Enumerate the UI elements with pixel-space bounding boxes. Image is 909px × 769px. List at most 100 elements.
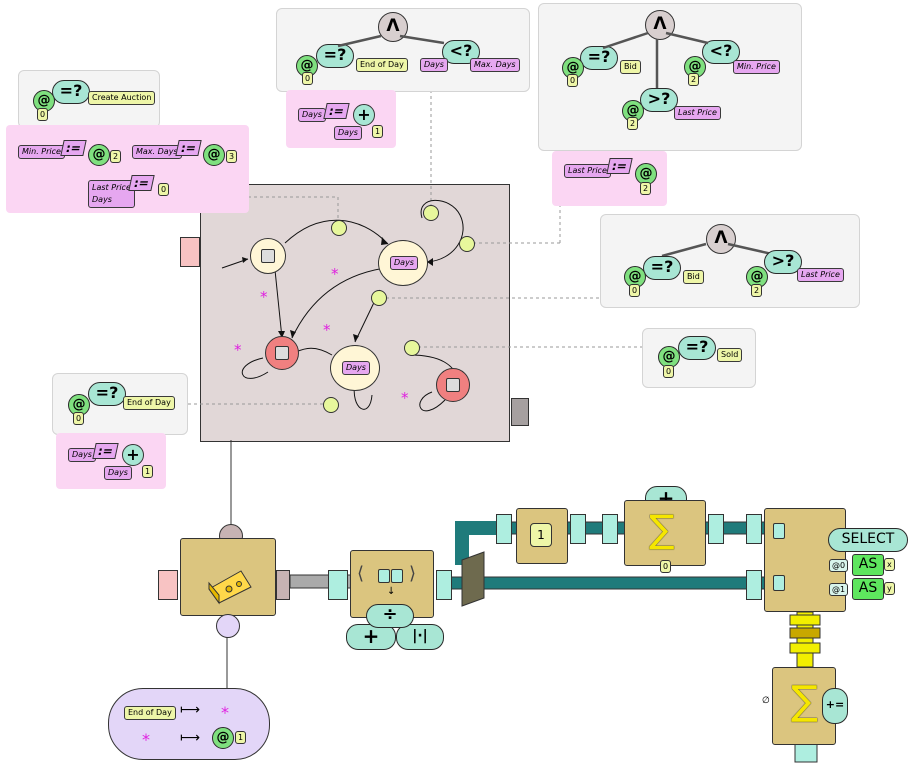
equals-q-op: =?	[678, 336, 716, 360]
mapsto-icon: ⟼	[180, 730, 201, 746]
days-label: Days	[68, 448, 96, 462]
index-2: 2	[751, 284, 763, 297]
wildcard-star: *	[331, 265, 339, 283]
index-2: 2	[688, 73, 700, 86]
pipe-joint	[602, 514, 618, 544]
bid-label: Bid	[620, 60, 641, 74]
plus-op: +	[122, 444, 144, 466]
index-0: 0	[302, 72, 314, 85]
at-icon: @	[562, 57, 584, 79]
transition-point[interactable]	[423, 205, 439, 221]
min-price-label: Min. Price	[18, 145, 65, 159]
equals-q-op: =?	[52, 80, 90, 104]
at-icon: @	[635, 163, 657, 185]
index-3: 3	[226, 150, 238, 163]
sum-box[interactable]: ∑	[624, 500, 706, 566]
at-icon: @	[296, 55, 318, 77]
sum-init-0: 0	[660, 560, 672, 573]
last-price-label: Last Price	[797, 268, 844, 282]
final-state-left	[265, 336, 299, 370]
greater-q-op: >?	[640, 88, 678, 112]
pipe-joint	[708, 514, 724, 544]
equals-q-op: =?	[580, 46, 618, 70]
assign-op: :=	[92, 443, 119, 459]
days-label: Days	[342, 361, 370, 375]
sum-icon: ∑	[791, 678, 818, 724]
wildcard-star: *	[221, 703, 229, 722]
start-state	[250, 238, 286, 274]
bid-label: Bid	[683, 270, 704, 284]
eod-guard-links	[337, 34, 445, 48]
days-label: Days	[420, 58, 448, 72]
assign-op: :=	[606, 158, 633, 174]
equals-q-op: =?	[316, 44, 354, 68]
index-2: 2	[110, 150, 122, 163]
abs-op[interactable]: |·|	[396, 624, 444, 650]
pipe-joint	[328, 570, 348, 600]
less-q-op: <?	[442, 40, 480, 64]
assign-op: :=	[175, 140, 202, 156]
less-q-op: <?	[702, 40, 740, 64]
transition-point[interactable]	[331, 220, 347, 236]
index-2: 2	[627, 117, 639, 130]
mapsto-icon: ⟼	[180, 702, 201, 718]
end-of-day-label: End of Day	[356, 58, 408, 72]
select-at1: @1	[829, 583, 849, 596]
constant-one-box[interactable]: 1	[516, 508, 568, 564]
sum-icon: ∑	[649, 507, 675, 551]
empty-set-icon: ∅	[762, 696, 770, 706]
cheese-input-port[interactable]	[158, 570, 178, 600]
days-label: Days	[390, 256, 418, 270]
divide-op[interactable]: ÷	[366, 604, 414, 628]
at-icon: @	[624, 266, 646, 288]
select-label: SELECT	[828, 528, 908, 552]
days-label: Days	[104, 466, 132, 480]
and-node: Λ	[706, 224, 736, 254]
bid-above-last-links	[661, 242, 773, 258]
and-node: Λ	[645, 10, 675, 40]
pipe-joint	[436, 570, 452, 600]
assign-op: :=	[60, 140, 87, 156]
last-price-label: Last Price	[674, 106, 721, 120]
wildcard-star: *	[234, 341, 242, 359]
wildcard-star: *	[142, 730, 150, 749]
cheese-output-port[interactable]	[276, 570, 290, 600]
plus-assign-op[interactable]: +=	[822, 688, 848, 724]
cheese-bottom-port[interactable]	[216, 614, 240, 638]
index-0: 0	[629, 284, 641, 297]
assign-op: :=	[128, 175, 155, 191]
value-0: 0	[158, 183, 170, 196]
index-0: 0	[73, 412, 85, 425]
max-days-label: Max. Days	[132, 145, 182, 159]
assign-op: :=	[323, 103, 350, 119]
as-label: AS	[852, 554, 884, 576]
greater-q-op: >?	[764, 250, 802, 274]
transition-point[interactable]	[323, 397, 339, 413]
pipe-joint	[746, 570, 762, 600]
at-icon: @	[203, 144, 225, 166]
as-label: AS	[852, 578, 884, 600]
end-of-day-label: End of Day	[124, 706, 176, 720]
days-state-bottom: Days	[330, 345, 380, 391]
bracket-right: ⟩	[409, 563, 417, 584]
index-0: 0	[37, 108, 49, 121]
cheese-source-box[interactable]	[180, 538, 276, 616]
days-label: Days	[334, 126, 362, 140]
alias-x: x	[884, 558, 895, 571]
equals-q-op: =?	[88, 382, 126, 406]
alias-y: y	[884, 582, 895, 595]
transition-point[interactable]	[459, 236, 475, 252]
arrow-down-icon: ↓	[387, 586, 396, 597]
transition-point[interactable]	[404, 340, 420, 356]
transition-point[interactable]	[371, 290, 387, 306]
index-0: 0	[567, 74, 579, 87]
machine-output-port[interactable]	[511, 398, 529, 426]
wildcard-star: *	[401, 389, 409, 407]
pipe-joint	[496, 514, 512, 544]
machine-input-port[interactable]	[180, 237, 200, 267]
final-state-right	[436, 368, 470, 402]
pipe-joint	[570, 514, 586, 544]
cheese-icon	[208, 570, 252, 605]
event-mapping-bubble	[108, 688, 270, 760]
